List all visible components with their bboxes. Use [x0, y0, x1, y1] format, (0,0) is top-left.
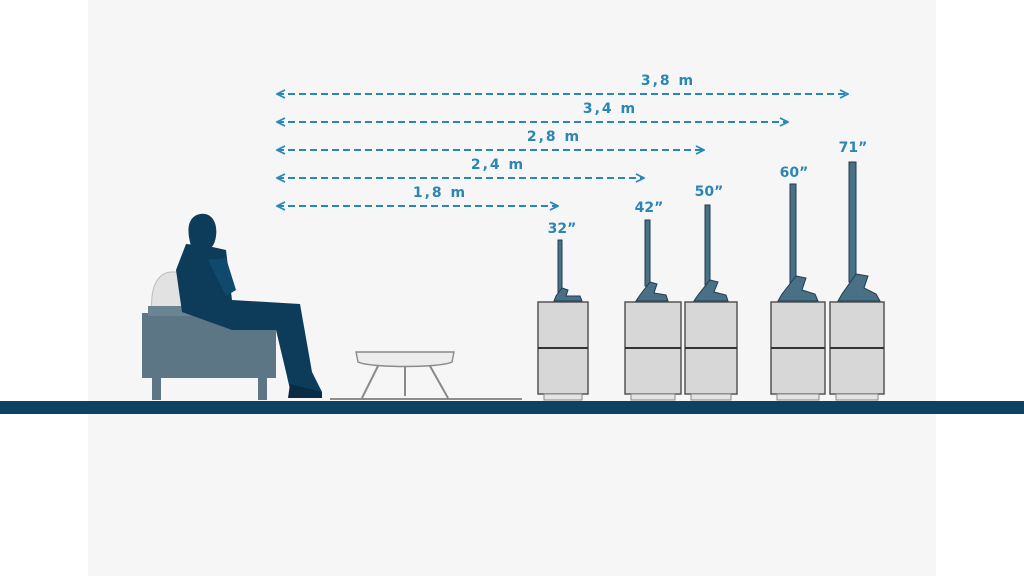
distance-lines: 3,8 m 3,4 m 2,8 m 2,4 m 1,8 m — [277, 73, 848, 206]
distance-label: 2,8 m — [527, 129, 581, 145]
distance-line-3-8: 3,8 m — [277, 73, 848, 94]
tv-icon — [777, 183, 819, 302]
distance-label: 3,4 m — [583, 101, 637, 117]
tv-icon — [837, 161, 881, 302]
tv-cabinet-icon — [829, 301, 885, 401]
distance-label: 2,4 m — [471, 157, 525, 173]
coffee-table-icon — [330, 351, 522, 400]
tv-icon — [693, 204, 729, 302]
tv-icon — [553, 239, 583, 302]
tv-cabinets — [537, 301, 885, 401]
tv-cabinet-icon — [537, 301, 589, 401]
tv-size-label: 71” — [839, 140, 868, 156]
floor — [0, 401, 1024, 414]
distance-line-3-4: 3,4 m — [277, 101, 788, 122]
tv-size-labels: 32” 42” 50” 60” 71” — [548, 140, 868, 237]
viewer-silhouette-icon — [176, 213, 322, 398]
tvs — [553, 161, 881, 302]
tv-size-label: 50” — [695, 184, 724, 200]
tv-cabinet-icon — [684, 301, 738, 401]
distance-line-1-8: 1,8 m — [277, 185, 558, 206]
distance-label: 1,8 m — [413, 185, 467, 201]
tv-size-label: 60” — [780, 165, 809, 181]
tv-size-label: 42” — [635, 200, 664, 216]
tv-cabinet-icon — [770, 301, 826, 401]
tv-icon — [635, 219, 669, 302]
distance-line-2-8: 2,8 m — [277, 129, 704, 150]
tv-size-label: 32” — [548, 221, 577, 237]
distance-line-2-4: 2,4 m — [277, 157, 644, 178]
distance-label: 3,8 m — [641, 73, 695, 89]
tv-cabinet-icon — [624, 301, 682, 401]
